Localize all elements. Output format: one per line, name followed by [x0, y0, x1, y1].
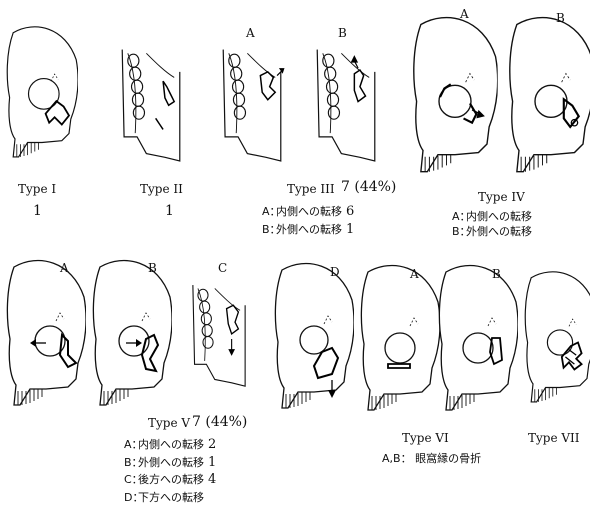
- type3-sub-b: B: [338, 27, 347, 39]
- type6b-skull: [438, 264, 518, 414]
- type3-count: 7 (44%): [341, 180, 396, 194]
- type3b-palate: [310, 44, 382, 174]
- type6a-skull: [360, 264, 440, 414]
- type1-count: 1: [33, 204, 42, 218]
- type1-label: Type I: [18, 183, 56, 195]
- type4a-skull: [412, 16, 498, 176]
- type2-palate: [118, 44, 184, 174]
- type2-count: 1: [165, 204, 174, 218]
- type7-skull: [524, 262, 590, 414]
- type2-label: Type II: [140, 183, 183, 195]
- type3a-palate: [216, 44, 288, 174]
- type4-label: Type IV: [478, 191, 525, 203]
- type5b-skull: [92, 256, 172, 412]
- type5c-palate: [186, 280, 252, 398]
- type1-skull: [6, 18, 78, 168]
- type5d-skull: [274, 262, 354, 412]
- type6-label: Type VI: [402, 432, 449, 444]
- type7-label: Type VII: [528, 432, 580, 444]
- type6-note: A,B： 眼窩縁の骨折: [382, 452, 481, 467]
- type3-sub-a: A: [246, 27, 255, 39]
- type4-legend: A：内側への転移 B：外側への転移: [452, 210, 532, 240]
- type5-count: 7 (44%): [192, 415, 247, 429]
- type5-sub-c: C: [218, 262, 227, 274]
- type5a-skull: [6, 256, 86, 412]
- type3-label: Type III: [287, 183, 335, 195]
- type4b-skull: [508, 16, 590, 176]
- type5-label: Type V: [148, 417, 190, 429]
